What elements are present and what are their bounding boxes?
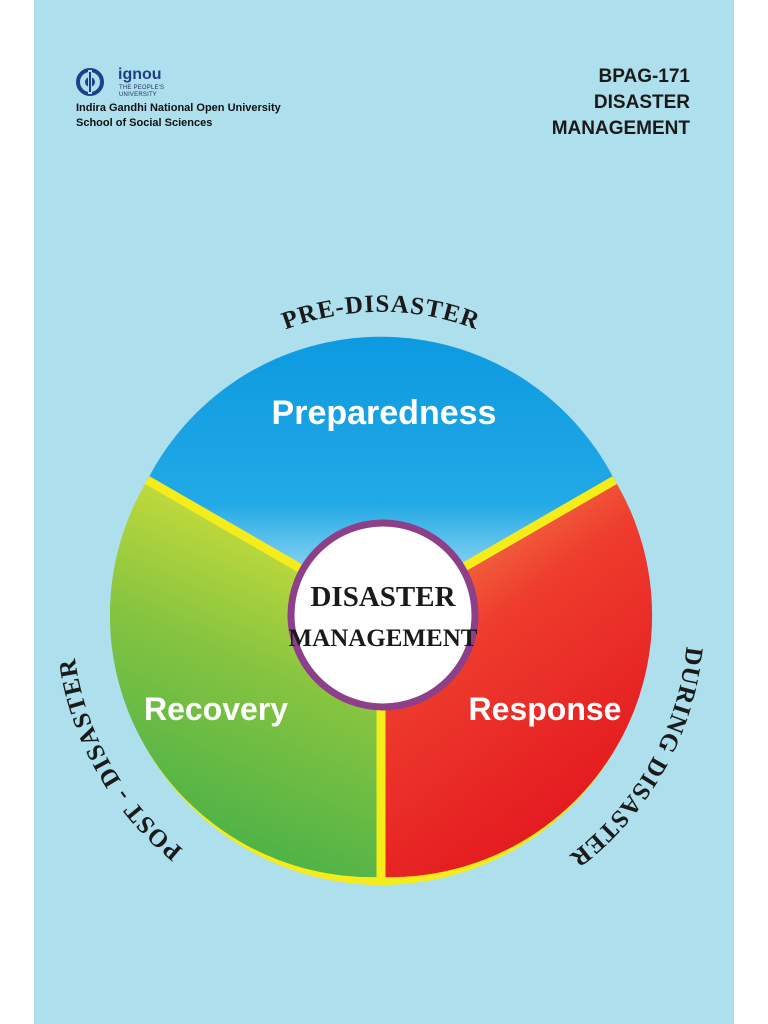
logo-tagline: THE PEOPLE'S — [119, 85, 165, 91]
recovery-label: Recovery — [144, 691, 288, 727]
course-title-line: MANAGEMENT — [551, 118, 690, 139]
course-title-line: DISASTER — [593, 92, 690, 113]
center-label-line2: MANAGEMENT — [289, 625, 478, 652]
response-label: Response — [469, 691, 622, 727]
school-name: School of Social Sciences — [76, 117, 213, 129]
logo-tagline: UNIVERSITY — [119, 92, 158, 98]
logo-wordmark: ignou — [118, 66, 162, 83]
ignou-emblem-icon — [76, 68, 104, 96]
course-title-block: BPAG-171 DISASTER MANAGEMENT — [552, 64, 690, 142]
course-code: BPAG-171 — [598, 66, 690, 87]
preparedness-label: Preparedness — [272, 394, 497, 432]
university-name: Indira Gandhi National Open University — [76, 102, 281, 114]
center-circle — [287, 519, 479, 711]
center-label-line1: DISASTER — [310, 581, 456, 613]
pre-disaster-label: PRE-DISASTER — [278, 291, 483, 335]
